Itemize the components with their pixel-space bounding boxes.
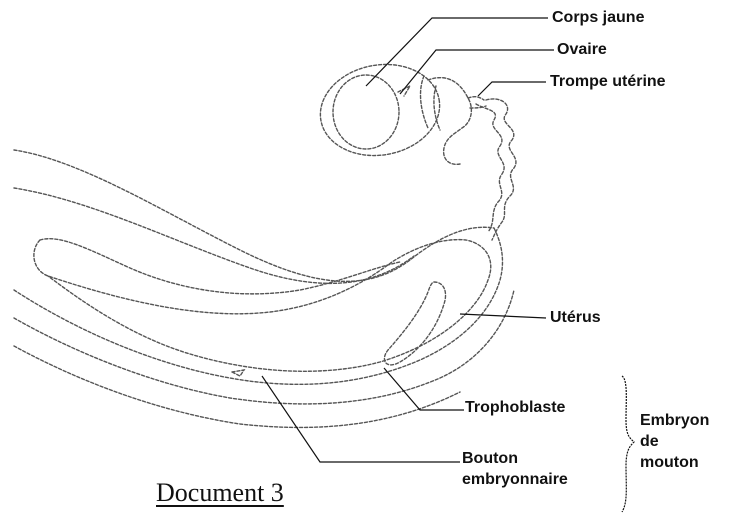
label-embryon-line3: mouton (640, 452, 709, 473)
leader-trophoblaste (384, 368, 464, 410)
leader-bouton (262, 376, 460, 462)
label-embryon-de-mouton: Embryon de mouton (640, 410, 709, 473)
leader-ovaire (400, 50, 554, 94)
label-trophoblaste: Trophoblaste (465, 400, 565, 416)
uterus-lumen-upper (34, 240, 491, 372)
label-bouton-line2: embryonnaire (462, 469, 568, 490)
label-ovaire: Ovaire (557, 42, 607, 58)
leader-uterus (460, 314, 546, 318)
uterus-outer-upper-2 (14, 188, 414, 283)
leader-corps-jaune (366, 18, 548, 86)
label-uterus: Utérus (550, 310, 601, 326)
leader-trompe (478, 82, 546, 96)
corpus-luteum-outline (333, 75, 399, 149)
embryonic-button-mark (232, 370, 244, 376)
label-bouton-line1: Bouton (462, 448, 568, 469)
label-embryon-line1: Embryon (640, 410, 709, 431)
uterus-outer-lower-2 (14, 290, 514, 404)
uterine-tube-coil-2 (476, 104, 504, 232)
ovary-mark (398, 86, 410, 96)
uterus-outer-lower (14, 228, 502, 384)
label-bouton-embryonnaire: Bouton embryonnaire (462, 448, 568, 490)
uterus-outer-upper (14, 150, 494, 281)
label-embryon-line2: de (640, 431, 709, 452)
label-corps-jaune: Corps jaune (552, 10, 644, 26)
label-trompe-uterine: Trompe utérine (550, 74, 666, 90)
document-title: Document 3 (156, 478, 284, 508)
embryon-brace (622, 376, 634, 512)
uterus-lumen-inner (40, 239, 400, 294)
uterine-tube-coil (486, 99, 516, 240)
fimbria-fringe (421, 76, 428, 128)
